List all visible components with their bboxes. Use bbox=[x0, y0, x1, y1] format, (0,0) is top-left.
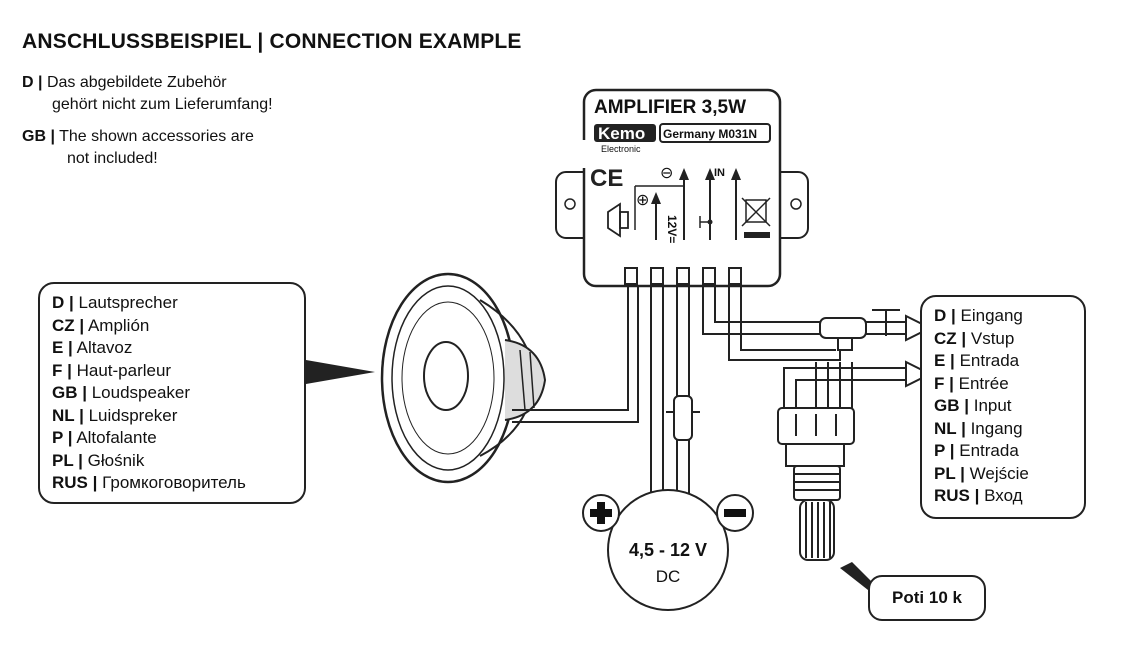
lang-text: Głośnik bbox=[87, 450, 145, 470]
minus-terminal-icon: ⊖ bbox=[660, 165, 673, 182]
note-code: D | bbox=[22, 74, 43, 91]
speaker-label-box: D | Lautsprecher CZ | Amplión E | Altavo… bbox=[38, 282, 306, 504]
lang-code: E | bbox=[52, 338, 73, 357]
power-wires bbox=[644, 284, 700, 528]
lang-text: Lautsprecher bbox=[78, 293, 178, 312]
lang-code: RUS | bbox=[52, 473, 98, 492]
lang-code: PL | bbox=[934, 463, 965, 483]
module-brand-sub: Electronic bbox=[601, 144, 641, 154]
lang-row: D | Eingang bbox=[934, 305, 1072, 328]
lang-text: Altofalante bbox=[76, 428, 157, 447]
potentiometer bbox=[777, 407, 855, 561]
voltage-value: 4,5 - 12 V bbox=[629, 540, 707, 560]
lang-row: F | Haut-parleur bbox=[52, 360, 292, 383]
lang-row: RUS | Вход bbox=[934, 485, 1072, 508]
lang-code: F | bbox=[52, 360, 72, 380]
lang-row: D | Lautsprecher bbox=[52, 292, 292, 315]
speaker-pointer bbox=[306, 360, 375, 384]
voltage-label: 12V= bbox=[665, 215, 679, 243]
loudspeaker bbox=[380, 270, 639, 484]
lang-text: Wejście bbox=[969, 463, 1029, 483]
lang-row: NL | Luidspreker bbox=[52, 405, 292, 428]
module-model: Germany M031N bbox=[663, 127, 757, 141]
lang-row: NL | Ingang bbox=[934, 418, 1072, 441]
lang-code: RUS | bbox=[934, 486, 980, 505]
poti-label: Poti 10 k bbox=[868, 575, 986, 621]
lang-text: Altavoz bbox=[76, 338, 133, 357]
note-line1: Das abgebildete Zubehör bbox=[46, 74, 227, 91]
module-brand: Kemo bbox=[598, 124, 645, 143]
lang-row: RUS | Громкоговоритель bbox=[52, 472, 292, 495]
lang-text: Entrée bbox=[958, 373, 1009, 393]
lang-text: Громкоговоритель bbox=[102, 473, 246, 492]
lang-code: E | bbox=[934, 351, 955, 370]
poti-pointer bbox=[840, 562, 872, 590]
lang-code: GB | bbox=[52, 383, 87, 402]
lang-text: Amplión bbox=[87, 315, 150, 335]
lang-row: P | Entrada bbox=[934, 440, 1072, 463]
lang-code: D | bbox=[934, 306, 956, 325]
lang-row: CZ | Amplión bbox=[52, 315, 292, 338]
lang-code: PL | bbox=[52, 450, 83, 470]
note-de: D | Das abgebildete Zubehör gehört nicht… bbox=[22, 72, 273, 116]
note-line2: not included! bbox=[67, 150, 158, 167]
plus-terminal-icon: ⊕ bbox=[636, 192, 649, 209]
lang-row: CZ | Vstup bbox=[934, 328, 1072, 351]
lang-text: Vstup bbox=[970, 328, 1015, 348]
lang-text: Loudspeaker bbox=[91, 383, 191, 402]
lang-row: E | Entrada bbox=[934, 350, 1072, 373]
note-code: GB | bbox=[22, 128, 55, 145]
weee-bin-icon bbox=[741, 197, 771, 238]
lang-row: F | Entrée bbox=[934, 373, 1072, 396]
power-source: 4,5 - 12 V DC bbox=[582, 489, 754, 611]
lang-code: CZ | bbox=[934, 328, 967, 348]
lang-text: Input bbox=[973, 396, 1012, 415]
lang-code: D | bbox=[52, 293, 74, 312]
module-pins bbox=[624, 267, 742, 285]
lang-text: Luidspreker bbox=[88, 405, 178, 425]
lang-code: NL | bbox=[934, 418, 966, 438]
lang-text: Entrada bbox=[959, 351, 1020, 370]
page-title: ANSCHLUSSBEISPIEL | CONNECTION EXAMPLE bbox=[22, 30, 522, 53]
lang-code: P | bbox=[934, 441, 955, 460]
lang-text: Вход bbox=[984, 486, 1023, 505]
lang-code: P | bbox=[52, 428, 73, 447]
module-title: AMPLIFIER 3,5W bbox=[594, 97, 746, 118]
lang-code: NL | bbox=[52, 405, 84, 425]
lang-row: P | Altofalante bbox=[52, 427, 292, 450]
lang-text: Entrada bbox=[959, 441, 1019, 460]
minus-icon bbox=[724, 509, 746, 517]
lang-row: PL | Głośnik bbox=[52, 450, 292, 473]
input-label-box: D | Eingang CZ | Vstup E | Entrada F | E… bbox=[920, 295, 1086, 519]
input-wires bbox=[702, 284, 933, 408]
note-line1: The shown accessories are bbox=[59, 128, 254, 145]
lang-text: Ingang bbox=[970, 418, 1023, 438]
note-line2: gehört nicht zum Lieferumfang! bbox=[52, 96, 273, 113]
lang-code: CZ | bbox=[52, 315, 85, 335]
note-gb: GB | The shown accessories are not inclu… bbox=[22, 126, 254, 170]
lang-text: Haut-parleur bbox=[76, 360, 172, 380]
voltage-type: DC bbox=[656, 567, 681, 586]
ce-mark: CE bbox=[590, 165, 623, 192]
lang-row: GB | Loudspeaker bbox=[52, 382, 292, 405]
lang-row: E | Altavoz bbox=[52, 337, 292, 360]
lang-row: PL | Wejście bbox=[934, 463, 1072, 486]
amplifier-module: CE AMPLIFIER 3,5W Kemo Germany M031N Ele… bbox=[555, 88, 809, 288]
lang-text: Eingang bbox=[960, 306, 1023, 325]
in-label: IN bbox=[714, 167, 725, 179]
lang-code: GB | bbox=[934, 396, 969, 415]
lang-code: F | bbox=[934, 373, 954, 393]
lang-row: GB | Input bbox=[934, 395, 1072, 418]
